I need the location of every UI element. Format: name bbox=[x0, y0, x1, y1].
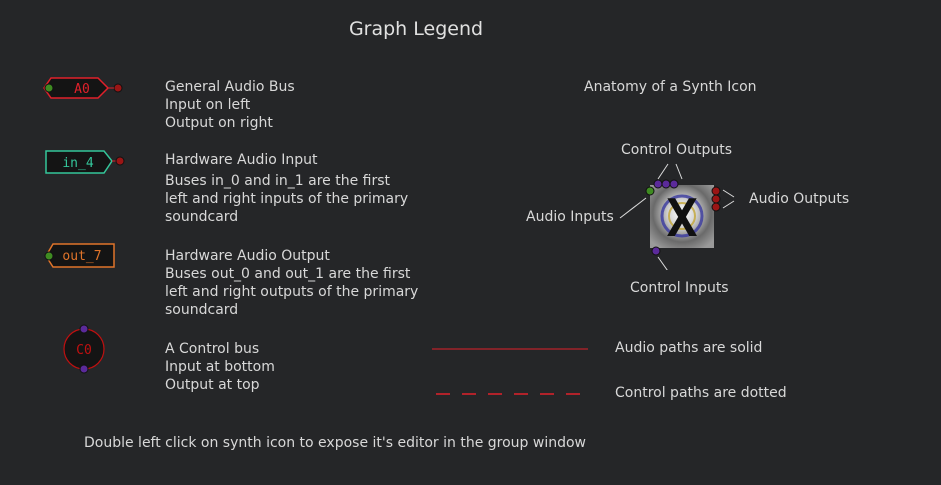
hardware-output-node: out_7 bbox=[44, 243, 115, 268]
control-input-port-icon bbox=[651, 246, 661, 256]
control-bus-line-3: Output at top bbox=[165, 377, 260, 393]
control-outputs-label: Control Outputs bbox=[621, 142, 732, 158]
hw-output-line-1: Buses out_0 and out_1 are the first bbox=[165, 266, 411, 282]
hw-input-line-2: left and right inputs of the primary bbox=[165, 191, 409, 207]
audio-output-port-icon bbox=[115, 156, 125, 166]
audio-output-port-icon bbox=[711, 194, 721, 204]
general-audio-bus-node: A0 bbox=[43, 77, 123, 99]
audio-inputs-label: Audio Inputs bbox=[526, 209, 614, 225]
control-output-port-icon bbox=[653, 179, 663, 189]
audio-input-port-icon bbox=[44, 83, 54, 93]
audio-path-label: Audio paths are solid bbox=[615, 340, 763, 356]
hw-output-desc: Buses out_0 and out_1 are the first left… bbox=[165, 265, 418, 319]
control-path-label: Control paths are dotted bbox=[615, 385, 787, 401]
audio-output-port-icon bbox=[711, 186, 721, 196]
hw-output-line-3: soundcard bbox=[165, 302, 239, 318]
hw-input-line-1: Buses in_0 and in_1 are the first bbox=[165, 173, 391, 189]
hw-input-tag: in_4 bbox=[62, 156, 93, 171]
control-output-port-icon bbox=[661, 179, 671, 189]
hw-output-tag: out_7 bbox=[62, 249, 101, 264]
control-bus-line-2: Input at bottom bbox=[165, 359, 275, 375]
audio-output-port-icon bbox=[113, 83, 123, 93]
anatomy-heading: Anatomy of a Synth Icon bbox=[584, 79, 757, 95]
control-output-port-icon bbox=[669, 179, 679, 189]
general-bus-line-1: General Audio Bus bbox=[165, 79, 295, 95]
control-input-port-icon bbox=[79, 364, 89, 374]
hw-output-line-2: left and right outputs of the primary bbox=[165, 284, 419, 300]
path-samples bbox=[432, 348, 588, 395]
control-output-port-icon bbox=[79, 324, 89, 334]
footer-hint: Double left click on synth icon to expos… bbox=[84, 435, 586, 451]
synth-icon-diagram: X bbox=[619, 163, 735, 270]
audio-output-port-icon bbox=[711, 202, 721, 212]
control-bus-line-1: A Control bus bbox=[165, 341, 260, 357]
control-bus-node: C0 bbox=[63, 324, 105, 374]
control-bus-tag: C0 bbox=[76, 343, 92, 358]
audio-input-port-icon bbox=[645, 186, 655, 196]
legend-title: Graph Legend bbox=[348, 18, 484, 40]
general-bus-desc: General Audio Bus Input on left Output o… bbox=[165, 78, 295, 132]
hw-input-desc: Buses in_0 and in_1 are the first left a… bbox=[165, 172, 408, 226]
control-bus-desc: A Control bus Input at bottom Output at … bbox=[165, 340, 275, 394]
hw-input-line-3: soundcard bbox=[165, 209, 239, 225]
audio-outputs-label: Audio Outputs bbox=[749, 191, 850, 207]
hardware-input-node: in_4 bbox=[45, 150, 125, 174]
hw-output-heading: Hardware Audio Output bbox=[165, 248, 330, 264]
audio-input-port-icon bbox=[44, 251, 54, 261]
general-bus-line-3: Output on right bbox=[165, 115, 273, 131]
control-inputs-label: Control Inputs bbox=[630, 280, 729, 296]
hw-input-heading: Hardware Audio Input bbox=[165, 152, 318, 168]
general-bus-tag: A0 bbox=[74, 82, 90, 97]
general-bus-line-2: Input on left bbox=[165, 97, 251, 113]
synth-x-icon: X bbox=[666, 189, 697, 249]
